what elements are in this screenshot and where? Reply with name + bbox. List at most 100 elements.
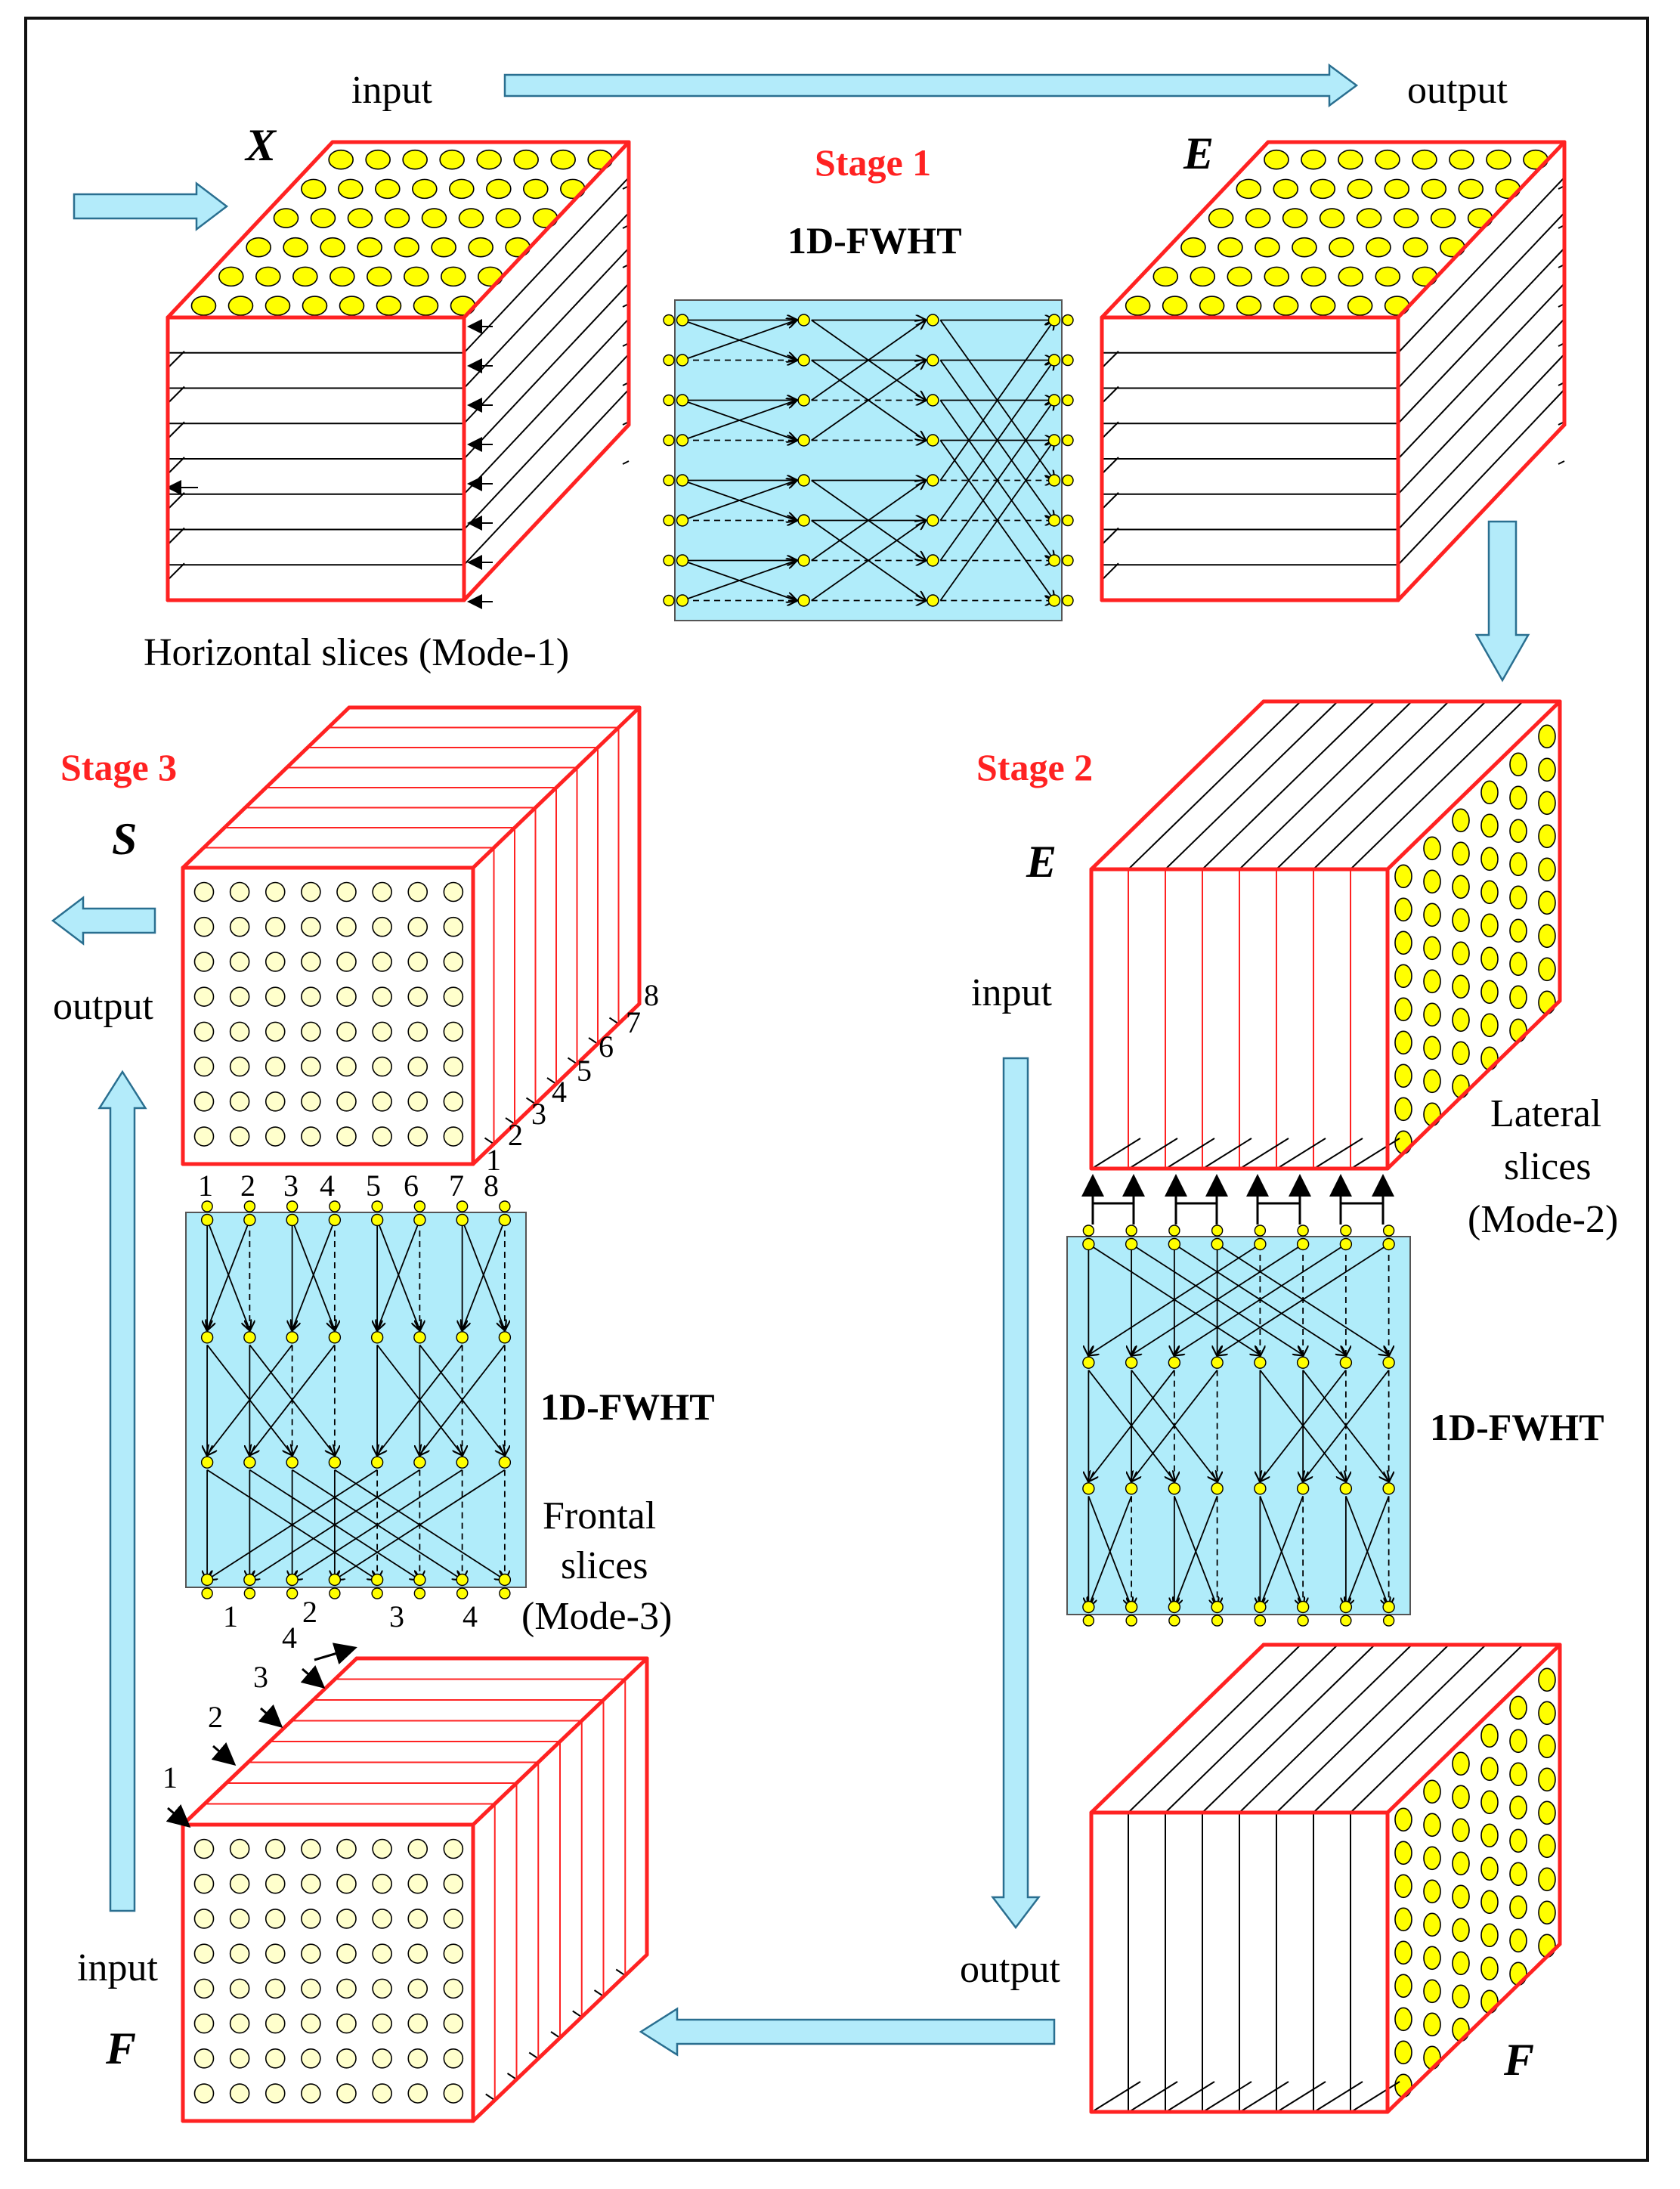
network-node <box>927 354 939 367</box>
data-point <box>1423 969 1441 994</box>
network-terminal <box>201 1200 213 1212</box>
network-node <box>1296 1237 1310 1251</box>
data-point <box>407 1909 429 1929</box>
fwht-label-stage1: 1D-FWHT <box>787 219 962 262</box>
network-edge <box>939 401 1054 562</box>
tensor-e-label-top: E <box>1183 128 1214 178</box>
network-edge <box>377 1344 463 1454</box>
data-point <box>1452 1074 1470 1099</box>
data-point <box>1509 918 1527 943</box>
cube-edge <box>181 1656 359 1827</box>
s-slice-number-4: 4 <box>552 1075 567 1109</box>
network-terminal <box>286 1200 299 1212</box>
data-point <box>1538 924 1556 949</box>
slice-line <box>1397 318 1565 495</box>
network-node <box>797 514 810 527</box>
flow-arrow-left-up <box>97 1070 147 1912</box>
network-node <box>676 514 689 527</box>
network-node <box>286 1331 299 1344</box>
data-point <box>407 986 429 1007</box>
cube-top-face <box>1102 142 1564 317</box>
data-point <box>1538 1701 1556 1726</box>
network-node <box>200 1213 214 1227</box>
data-point <box>1509 1928 1527 1953</box>
data-point <box>407 1873 429 1894</box>
network-terminal <box>663 314 675 327</box>
data-point <box>328 149 354 170</box>
network-node <box>797 474 810 487</box>
data-point <box>301 1978 321 1999</box>
network-terminal <box>1062 514 1074 527</box>
data-point <box>1509 1795 1527 1820</box>
data-point <box>229 1943 250 1964</box>
data-point <box>193 1126 215 1147</box>
data-point <box>1509 1018 1527 1043</box>
s-slice-number-8: 8 <box>644 978 659 1012</box>
network-node <box>286 1573 299 1587</box>
data-point <box>443 1873 464 1894</box>
data-point <box>1449 149 1474 170</box>
data-point <box>1452 1751 1470 1776</box>
flow-arrow-bottom-left <box>639 2007 1056 2057</box>
network-edge <box>377 1219 421 1330</box>
network-node <box>1339 1482 1353 1495</box>
output-label-stage2: output <box>960 1948 1060 1991</box>
data-point <box>229 1978 250 1999</box>
cube-edge <box>1396 423 1567 602</box>
data-point <box>1329 237 1354 258</box>
data-point <box>229 952 250 972</box>
data-point <box>1152 266 1179 287</box>
data-point <box>265 1978 286 1999</box>
data-point <box>302 296 328 316</box>
data-point <box>301 952 321 972</box>
data-point <box>336 1021 357 1042</box>
network-edge <box>939 320 1054 481</box>
data-point <box>1208 208 1234 228</box>
data-point <box>1480 946 1499 971</box>
network-node <box>456 1456 469 1469</box>
network-node <box>797 434 810 447</box>
network-node <box>328 1456 342 1469</box>
data-point <box>193 1978 215 1999</box>
data-point <box>394 237 419 258</box>
data-point <box>407 1091 429 1112</box>
data-point <box>1394 1874 1412 1899</box>
data-point <box>265 1126 286 1147</box>
network-node <box>1047 554 1061 567</box>
network-node <box>1211 1237 1224 1251</box>
network-node <box>797 554 810 567</box>
data-point <box>1403 237 1428 258</box>
data-point <box>443 1978 464 1999</box>
network-edge <box>1346 1496 1390 1607</box>
data-point <box>336 1838 357 1859</box>
data-point <box>372 1978 392 1999</box>
data-point <box>1236 296 1262 316</box>
slice-line <box>1397 212 1565 389</box>
data-point <box>229 1021 250 1042</box>
data-point <box>407 2083 429 2104</box>
f-slice-number-1: 1 <box>162 1760 178 1794</box>
data-point <box>229 1056 250 1077</box>
data-point <box>336 1909 357 1929</box>
slice-line <box>1279 1138 1326 1168</box>
data-point <box>404 266 429 287</box>
cube-edge <box>1385 699 1562 872</box>
data-point <box>1423 1879 1441 1904</box>
network-terminal <box>413 1587 426 1599</box>
stage2-label: Stage 2 <box>976 746 1093 788</box>
network-node <box>676 554 689 567</box>
network-node <box>456 1573 469 1587</box>
data-point <box>1538 724 1556 749</box>
data-point <box>1480 1823 1499 1848</box>
slice-line <box>1350 701 1524 870</box>
data-point <box>443 1126 464 1147</box>
network-terminal <box>1062 554 1074 567</box>
slice-line <box>463 318 630 495</box>
data-point <box>372 952 392 972</box>
network-node <box>676 314 689 327</box>
network-edge <box>1303 1370 1390 1482</box>
network-node <box>498 1573 512 1587</box>
data-point <box>1423 1846 1441 1871</box>
cube-edge <box>1385 1942 1562 2114</box>
data-point <box>1394 930 1412 955</box>
